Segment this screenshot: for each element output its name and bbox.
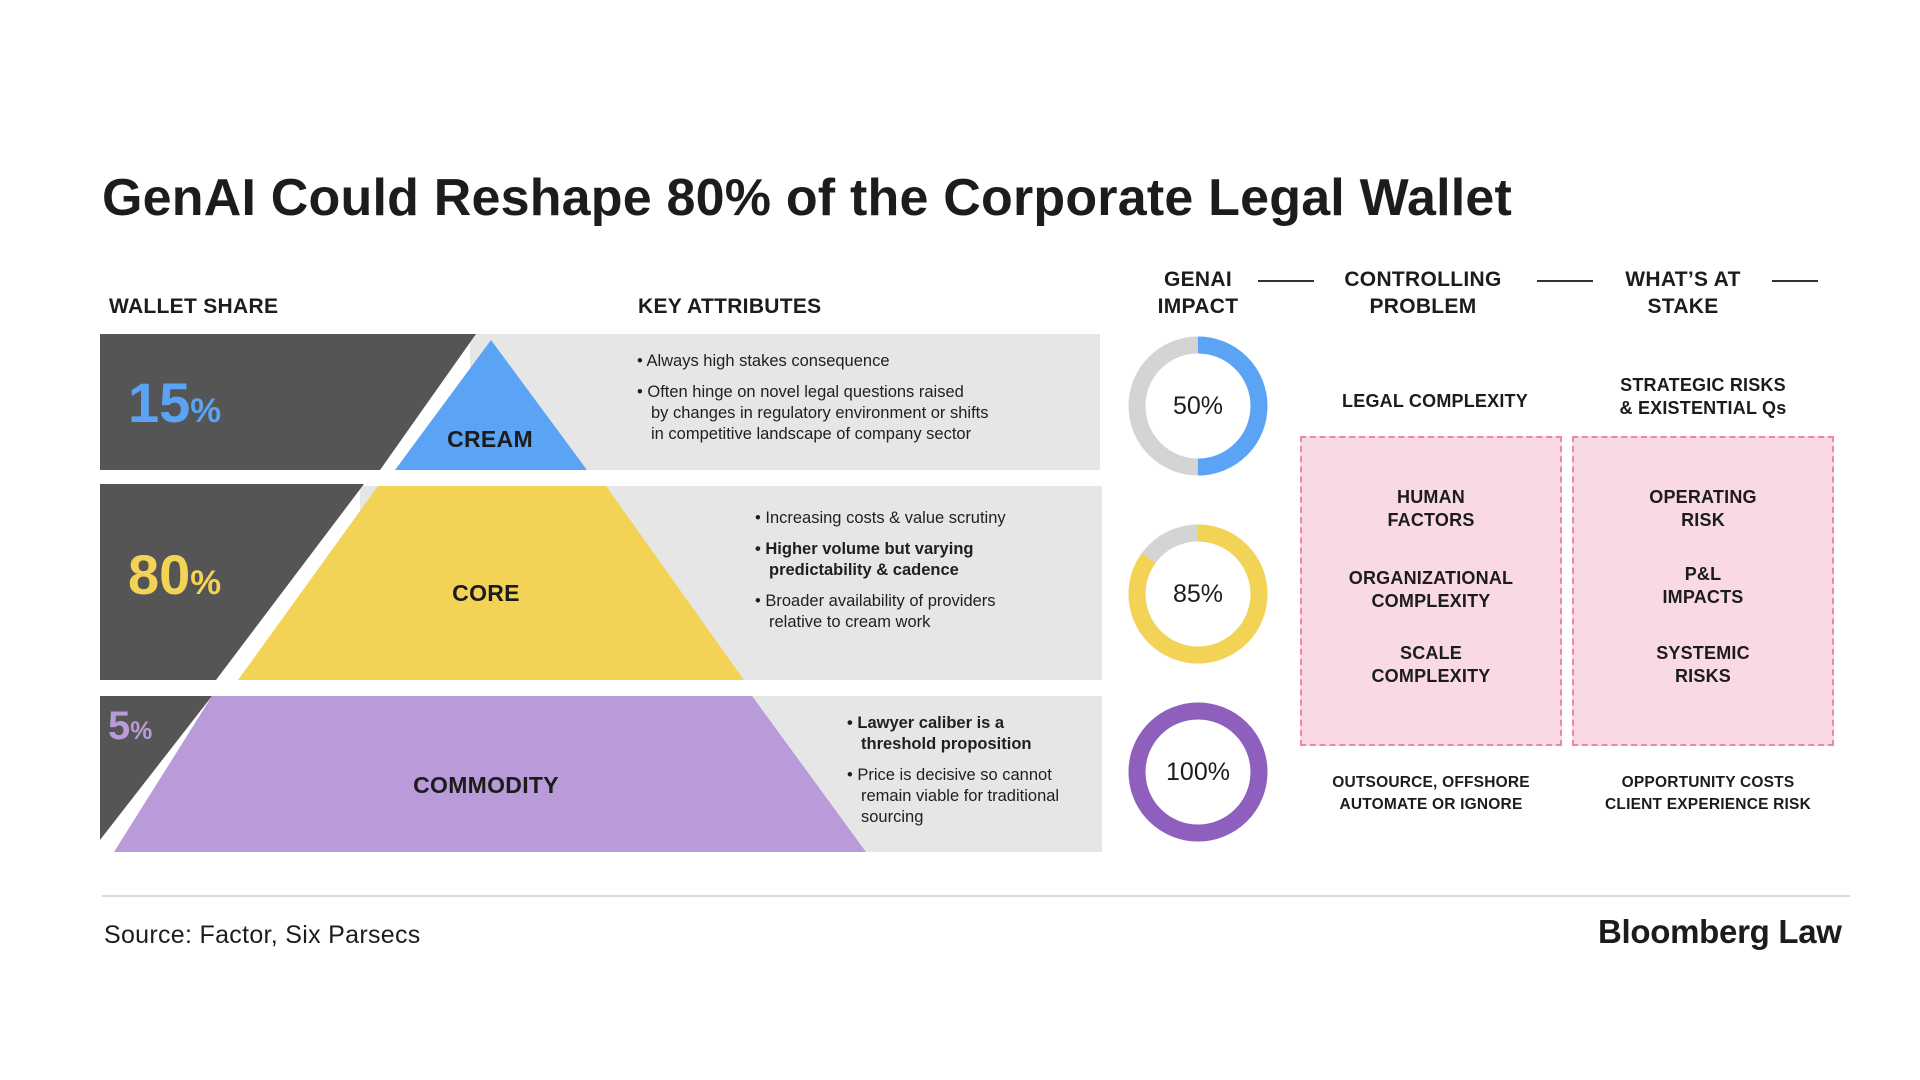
- item-line: FACTORS: [1387, 510, 1475, 530]
- wallet-share-symbol: %: [190, 564, 222, 602]
- attribute-bullet: • Increasing costs & value scrutiny: [755, 509, 1006, 527]
- bottom-line: CLIENT EXPERIENCE RISK: [1605, 796, 1811, 813]
- item-line: OPERATING: [1649, 487, 1757, 507]
- wallet-share-commodity: 5%: [108, 704, 152, 749]
- controlling-problem-item: HUMAN FACTORS: [1300, 486, 1562, 532]
- whats-at-stake-top: STRATEGIC RISKS & EXISTENTIAL Qs: [1572, 374, 1834, 420]
- tier-label-core: CORE: [452, 580, 520, 606]
- brand-logo: Bloomberg Law: [1598, 913, 1842, 950]
- source-note: Source: Factor, Six Parsecs: [104, 921, 421, 949]
- wallet-share-value: 80: [128, 543, 191, 606]
- controlling-problem-item: SCALE COMPLEXITY: [1300, 642, 1562, 688]
- top-line: & EXISTENTIAL Qs: [1619, 398, 1787, 418]
- attribute-bullet: • Often hinge on novel legal questions r…: [637, 383, 989, 443]
- header-whats-at-stake-line2: STAKE: [1647, 295, 1719, 318]
- key-attributes-core: • Increasing costs & value scrutiny • Hig…: [755, 508, 1006, 643]
- wallet-share-value: 15: [128, 371, 191, 434]
- bottom-line: OUTSOURCE, OFFSHORE: [1332, 774, 1530, 791]
- controlling-problem-top: LEGAL COMPLEXITY: [1342, 391, 1528, 411]
- wallet-share-core: 80%: [128, 542, 221, 607]
- item-line: RISKS: [1674, 666, 1731, 686]
- donut-value-arc: [1128, 524, 1268, 664]
- tier-label-commodity: COMMODITY: [413, 772, 559, 798]
- header-key-attributes: KEY ATTRIBUTES: [638, 295, 822, 318]
- wallet-share-value: 5: [108, 704, 131, 748]
- item-line: SYSTEMIC: [1656, 643, 1750, 663]
- whats-at-stake-item: OPERATING RISK: [1572, 486, 1834, 532]
- tier-shape-commodity: [114, 696, 866, 852]
- genai-impact-donut-core: [1128, 524, 1268, 664]
- header-genai-impact-line1: GENAI: [1163, 268, 1232, 291]
- header-wallet-share: WALLET SHARE: [109, 295, 279, 318]
- genai-impact-donut-commodity: [1128, 702, 1268, 842]
- controlling-problem-box: [1300, 436, 1562, 746]
- header-controlling-problem: CONTROLLING PROBLEM: [1318, 266, 1528, 320]
- item-line: SCALE: [1399, 643, 1462, 663]
- bottom-line: OPPORTUNITY COSTS: [1621, 774, 1795, 791]
- top-line: STRATEGIC RISKS: [1620, 375, 1786, 395]
- tier-shape-core: [238, 486, 744, 680]
- wallet-band-core: [100, 484, 364, 680]
- item-line: ORGANIZATIONAL: [1348, 568, 1514, 588]
- genai-impact-label-commodity: 100%: [1166, 758, 1230, 786]
- genai-impact-label-cream: 50%: [1172, 392, 1224, 420]
- tier-shape-cream: [395, 340, 587, 470]
- genai-impact-donut-cream: [1128, 336, 1268, 476]
- donut-value-arc: [1128, 336, 1268, 476]
- header-connector: [1258, 280, 1314, 282]
- genai-impact-label-core: 85%: [1172, 580, 1224, 608]
- bottom-line: AUTOMATE OR IGNORE: [1339, 796, 1523, 813]
- donut-value-arc: [1128, 702, 1268, 842]
- header-whats-at-stake: WHAT’S AT STAKE: [1598, 266, 1768, 320]
- item-line: P&L: [1684, 564, 1722, 584]
- header-whats-at-stake-line1: WHAT’S AT: [1625, 268, 1741, 291]
- whats-at-stake-box: [1572, 436, 1834, 746]
- tier-label-cream: CREAM: [447, 426, 533, 452]
- wallet-band-commodity: [100, 696, 212, 840]
- whats-at-stake-bottom: OPPORTUNITY COSTS CLIENT EXPERIENCE RISK: [1572, 772, 1844, 816]
- footer-divider: [102, 895, 1850, 897]
- attribute-bullet: • Always high stakes consequence: [637, 352, 890, 370]
- header-connector: [1772, 280, 1818, 282]
- item-line: COMPLEXITY: [1371, 591, 1491, 611]
- controlling-problem-item: ORGANIZATIONAL COMPLEXITY: [1300, 567, 1562, 613]
- controlling-problem-bottom: OUTSOURCE, OFFSHORE AUTOMATE OR IGNORE: [1300, 772, 1562, 816]
- item-line: COMPLEXITY: [1371, 666, 1491, 686]
- attr-panel-cream: [470, 334, 1100, 470]
- item-line: RISK: [1681, 510, 1725, 530]
- whats-at-stake-item: SYSTEMIC RISKS: [1572, 642, 1834, 688]
- item-line: IMPACTS: [1662, 587, 1744, 607]
- wallet-band-cream: [100, 334, 476, 470]
- header-genai-impact: GENAI IMPACT: [1134, 266, 1262, 320]
- header-connector: [1537, 280, 1593, 282]
- header-controlling-problem-line2: PROBLEM: [1369, 295, 1477, 318]
- key-attributes-cream: • Always high stakes consequence • Often …: [637, 351, 989, 455]
- wallet-share-symbol: %: [190, 392, 222, 430]
- whats-at-stake-item: P&L IMPACTS: [1572, 563, 1834, 609]
- header-genai-impact-line2: IMPACT: [1157, 295, 1239, 318]
- item-line: HUMAN: [1397, 487, 1465, 507]
- wallet-share-symbol: %: [130, 718, 153, 745]
- chart-title: GenAI Could Reshape 80% of the Corporate…: [102, 169, 1513, 227]
- header-controlling-problem-line1: CONTROLLING: [1344, 268, 1502, 291]
- wallet-share-cream: 15%: [128, 370, 221, 435]
